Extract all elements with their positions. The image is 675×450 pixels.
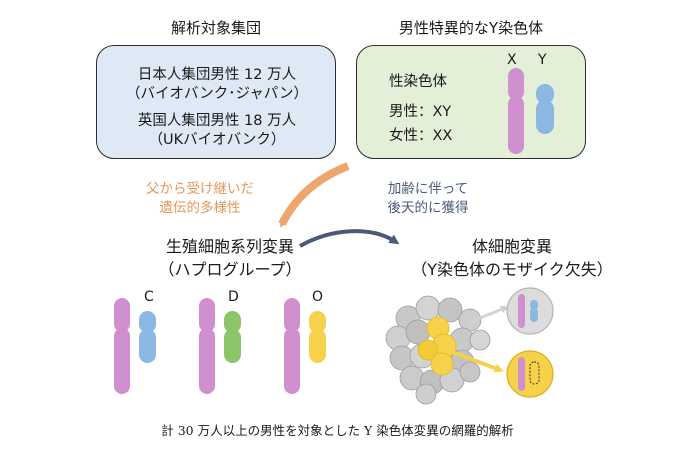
cohort-japan-source: （バイオバンク･ジャパン） [126, 86, 308, 102]
germline-subtitle: （ハプログループ） [158, 260, 302, 279]
somatic-title: 体細胞変異 [471, 237, 552, 256]
mosaic-loss-cell-icon [506, 350, 554, 398]
figure-caption: 計 30 万人以上の男性を対象とした Y 染色体変異の網羅的解析 [161, 423, 514, 438]
cohort-japan-count: 日本人集団男性 12 万人 [137, 67, 297, 83]
haplogroup-d-chromosomes [199, 298, 241, 394]
cohort-uk-count: 英国人集団男性 18 万人 [137, 113, 297, 129]
y-chromosome-label: Y [538, 52, 547, 68]
inherited-annotation-2: 遺伝的多様性 [159, 200, 241, 216]
cohort-box: 日本人集団男性 12 万人 （バイオバンク･ジャパン） 英国人集団男性 18 万… [96, 45, 336, 159]
x-chromosome-icon [508, 68, 524, 154]
acquired-arrow [299, 229, 400, 248]
somatic-subtitle: （Y染色体のモザイク欠失） [411, 260, 613, 279]
sex-chromosome-label: 性染色体 [389, 74, 447, 90]
cohort-uk-source: （UKバイオバンク） [148, 132, 286, 148]
haplogroup-o-label: O [312, 289, 324, 305]
x-chromosome-label: X [507, 52, 517, 68]
normal-cell-arrow [469, 305, 509, 324]
inherited-annotation-1: 父から受け継いだ [146, 181, 254, 197]
cell-cluster [385, 295, 491, 405]
header-analysis-population: 解析対象集団 [170, 19, 261, 37]
germline-title: 生殖細胞系列変異 [165, 237, 294, 256]
normal-cell-icon [506, 287, 554, 335]
y-chromosome-icon [536, 84, 554, 134]
haplogroup-c-chromosomes [114, 298, 156, 394]
haplogroup-d-label: D [228, 289, 239, 305]
acquired-annotation-2: 後天的に獲得 [387, 200, 469, 216]
inherited-arrow [278, 162, 350, 228]
female-karyotype: 女性：XX [389, 128, 453, 144]
haplogroup-o-chromosomes [284, 298, 326, 394]
male-karyotype: 男性：XY [389, 104, 452, 120]
mosaic-cell-arrow [451, 350, 504, 373]
acquired-annotation-1: 加齢に伴って [387, 181, 469, 197]
haplogroup-c-label: C [144, 289, 154, 305]
header-y-chromosome: 男性特異的なY染色体 [398, 19, 544, 37]
